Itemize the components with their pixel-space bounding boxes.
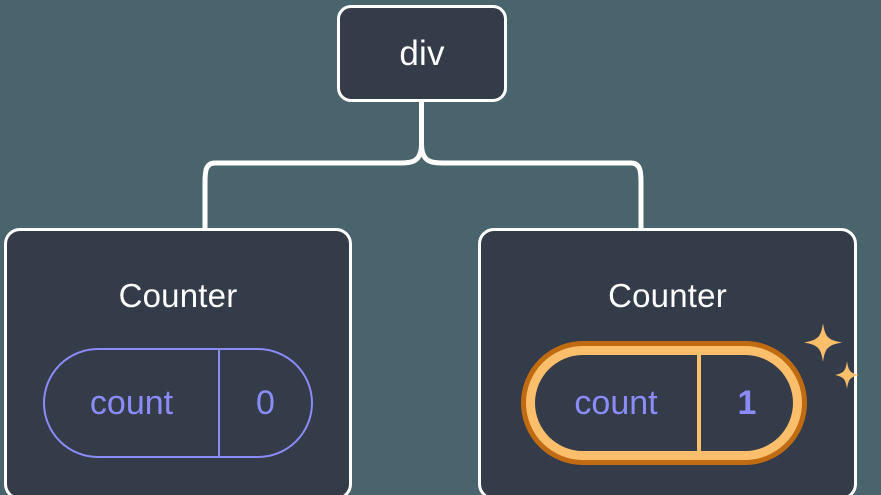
node-div[interactable]: div <box>337 5 507 102</box>
state-key-left: count <box>45 350 220 456</box>
state-value-left: 0 <box>256 383 275 422</box>
sparkle-four-point-icon <box>804 323 842 362</box>
connector-to-counter-left <box>202 141 424 232</box>
state-pill-inner: count 1 <box>535 355 793 451</box>
state-value-right: 1 <box>737 383 757 422</box>
state-key-right: count <box>535 355 701 451</box>
node-counter-left[interactable]: Counter count 0 <box>4 228 352 495</box>
node-counter-right[interactable]: Counter count 1 <box>478 228 859 495</box>
connector-to-counter-right <box>419 141 644 232</box>
node-counter-left-label: Counter <box>118 277 238 314</box>
sparkle-four-point-small-icon <box>835 361 859 389</box>
state-pill-count-left[interactable]: count 0 <box>43 348 313 458</box>
node-counter-right-label: Counter <box>608 277 727 314</box>
sparkle-group <box>797 323 859 395</box>
node-div-label: div <box>399 34 445 73</box>
state-pill-count-right-highlighted[interactable]: count 1 <box>521 341 807 465</box>
